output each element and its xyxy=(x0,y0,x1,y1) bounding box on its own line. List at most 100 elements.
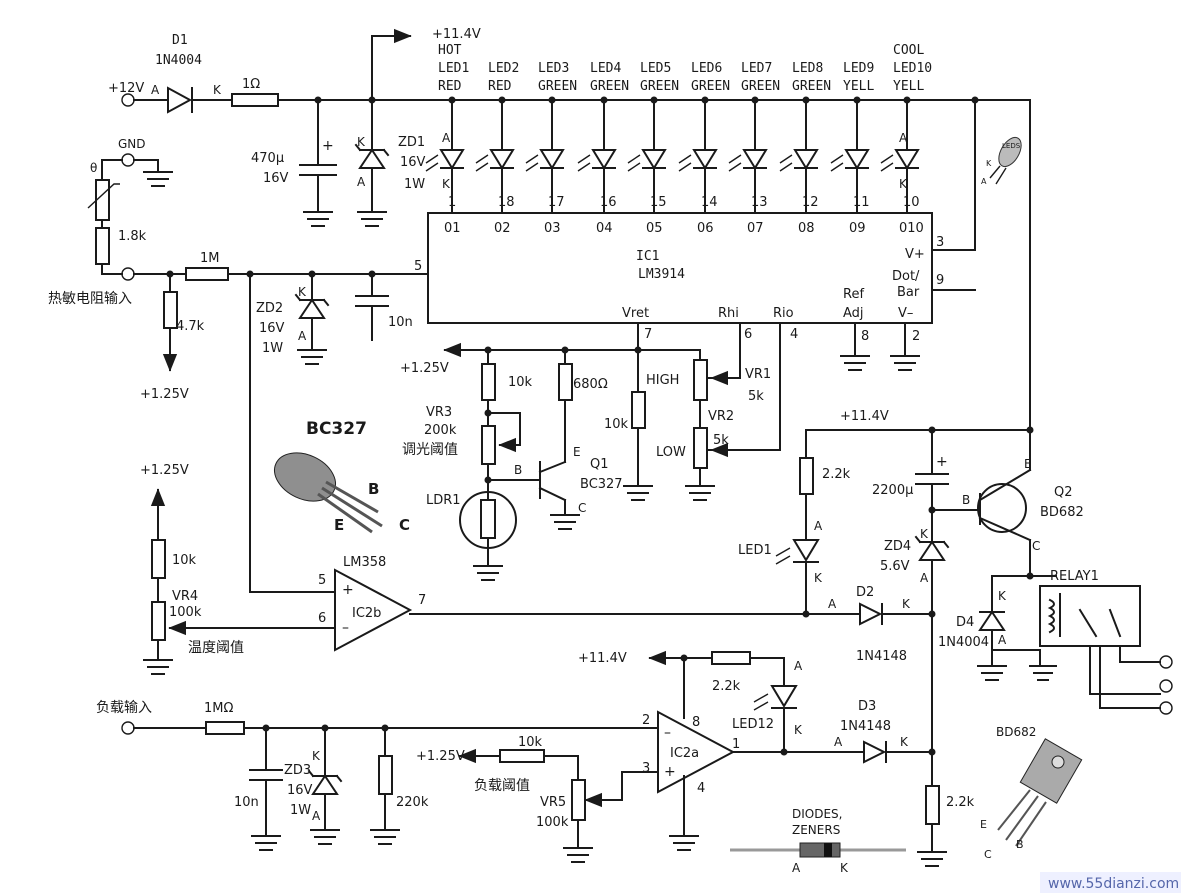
diode-pkg-a: A xyxy=(792,861,801,875)
q2-e: E xyxy=(1024,457,1032,471)
vr2-pot[interactable] xyxy=(693,427,708,469)
r-10k-a-value: 10k xyxy=(508,375,533,390)
zd4-k: K xyxy=(920,527,929,541)
bar-led-color: RED xyxy=(488,79,512,94)
ic1-output-label: 08 xyxy=(798,221,815,236)
bar-led-color: GREEN xyxy=(741,79,780,94)
ic2a-p1: 1 xyxy=(732,737,740,752)
q1-b: B xyxy=(514,463,522,477)
bar-led-tag: HOT xyxy=(438,43,462,58)
d1-k: K xyxy=(213,83,222,97)
relay-terminal-2[interactable] xyxy=(1159,679,1173,693)
vr2-low: LOW xyxy=(656,445,686,460)
r-220k-value: 220k xyxy=(396,795,429,810)
r-2k2-a-value: 2.2k xyxy=(822,467,851,482)
bd682-e: E xyxy=(980,818,987,831)
ic2a-p8: 8 xyxy=(692,715,700,730)
vr3-desc: 调光阈值 xyxy=(402,442,458,458)
bc327-title: BC327 xyxy=(306,419,367,439)
zd4-ref: ZD4 xyxy=(884,539,911,554)
vr4-value: 100k xyxy=(169,605,202,620)
led1b-ref: LED1 xyxy=(738,543,772,558)
ic1-pin-number: 14 xyxy=(701,195,718,210)
ic1-pin9: 9 xyxy=(936,273,944,288)
vr4-pot[interactable] xyxy=(151,601,166,641)
c2200-value: 2200μ xyxy=(872,483,913,498)
led1b-a: A xyxy=(814,519,823,533)
ground-symbol xyxy=(840,355,870,371)
r-10k-b-value: 10k xyxy=(604,417,629,432)
load-input-section: 负载输入 1MΩ 10n K A ZD3 16V 1W 220k – xyxy=(96,650,975,867)
c2200-plus: + xyxy=(936,454,948,470)
vr3-pot[interactable] xyxy=(481,425,496,465)
small-led-sketch: LEDS K A xyxy=(981,136,1022,186)
relay-ref: RELAY1 xyxy=(1050,569,1099,584)
zd2-a: A xyxy=(298,329,307,343)
ic2b-p6: 6 xyxy=(318,611,326,626)
ground-symbol xyxy=(1029,665,1057,681)
relay-terminal-1[interactable] xyxy=(1159,655,1173,669)
thermistor-input-section: GND θ 1.8k 热敏电阻输入 1M 4.7k +1.25V xyxy=(48,137,429,593)
ic1-pin-number: 17 xyxy=(548,195,565,210)
ic1-pin-number: 16 xyxy=(600,195,617,210)
thermistor-input-terminal[interactable] xyxy=(121,267,135,281)
d3-a: A xyxy=(834,735,843,749)
gnd-terminal[interactable] xyxy=(121,153,135,167)
ic2b-minus: – xyxy=(342,620,349,636)
vr1-ref: VR1 xyxy=(745,367,771,382)
bc327-e: E xyxy=(334,516,344,534)
ground-symbol xyxy=(370,829,400,845)
vr3-value: 200k xyxy=(424,423,457,438)
resistor-10k-d xyxy=(499,749,545,763)
resistor-10k-b xyxy=(631,391,646,429)
leds-label: LEDS xyxy=(1002,142,1021,150)
ic1-output-label: 01 xyxy=(444,221,461,236)
resistor-220k xyxy=(378,755,393,795)
watermark: www.55dianzi.com xyxy=(1048,876,1179,892)
relay-terminal-3[interactable] xyxy=(1159,701,1173,715)
resistor-2k2-a xyxy=(799,457,814,495)
resistor-680 xyxy=(558,363,573,401)
vr1-pot[interactable] xyxy=(693,359,708,401)
ic1-output-label: 010 xyxy=(899,221,924,236)
ic1-pin-number: 10 xyxy=(903,195,920,210)
bar-led-color: GREEN xyxy=(590,79,629,94)
ground-symbol xyxy=(303,211,333,227)
zd2-v: 16V xyxy=(259,321,285,336)
load-r: 1MΩ xyxy=(204,701,233,716)
bar-led-ref: LED9 xyxy=(843,61,874,76)
load-input-terminal[interactable] xyxy=(121,721,135,735)
bar-led-ref: LED7 xyxy=(741,61,772,76)
bar-led-color: GREEN xyxy=(792,79,831,94)
ic1-pin2: 2 xyxy=(912,329,920,344)
resistor-1mohm xyxy=(205,721,245,735)
ic1-pin4: 4 xyxy=(790,327,798,342)
r-10k-c-value: 10k xyxy=(172,553,197,568)
ic1-pin-number: 13 xyxy=(751,195,768,210)
resistor-1k8 xyxy=(95,227,110,265)
c470-plus: + xyxy=(322,138,334,154)
ic2b-p7: 7 xyxy=(418,593,426,608)
vr5-desc: 负载阈值 xyxy=(474,778,530,794)
ic1-pin7: 7 xyxy=(644,327,652,342)
led12-ref: LED12 xyxy=(732,717,774,732)
ic1-vplus: V+ xyxy=(905,247,925,262)
led12-a: A xyxy=(794,659,803,673)
diode-d1 xyxy=(167,86,193,114)
led1-a: A xyxy=(442,131,451,145)
q1-part: BC327 xyxy=(580,477,623,492)
c470-voltage: 16V xyxy=(263,171,289,186)
transistor-q1 xyxy=(538,460,567,516)
zd2-k: K xyxy=(298,285,307,299)
ic1-output-label: 03 xyxy=(544,221,561,236)
vr5-pot[interactable] xyxy=(571,779,586,821)
q2-c: C xyxy=(1032,539,1040,553)
ic2b-part: LM358 xyxy=(343,555,386,570)
ic1-vret: Vret xyxy=(622,306,649,321)
